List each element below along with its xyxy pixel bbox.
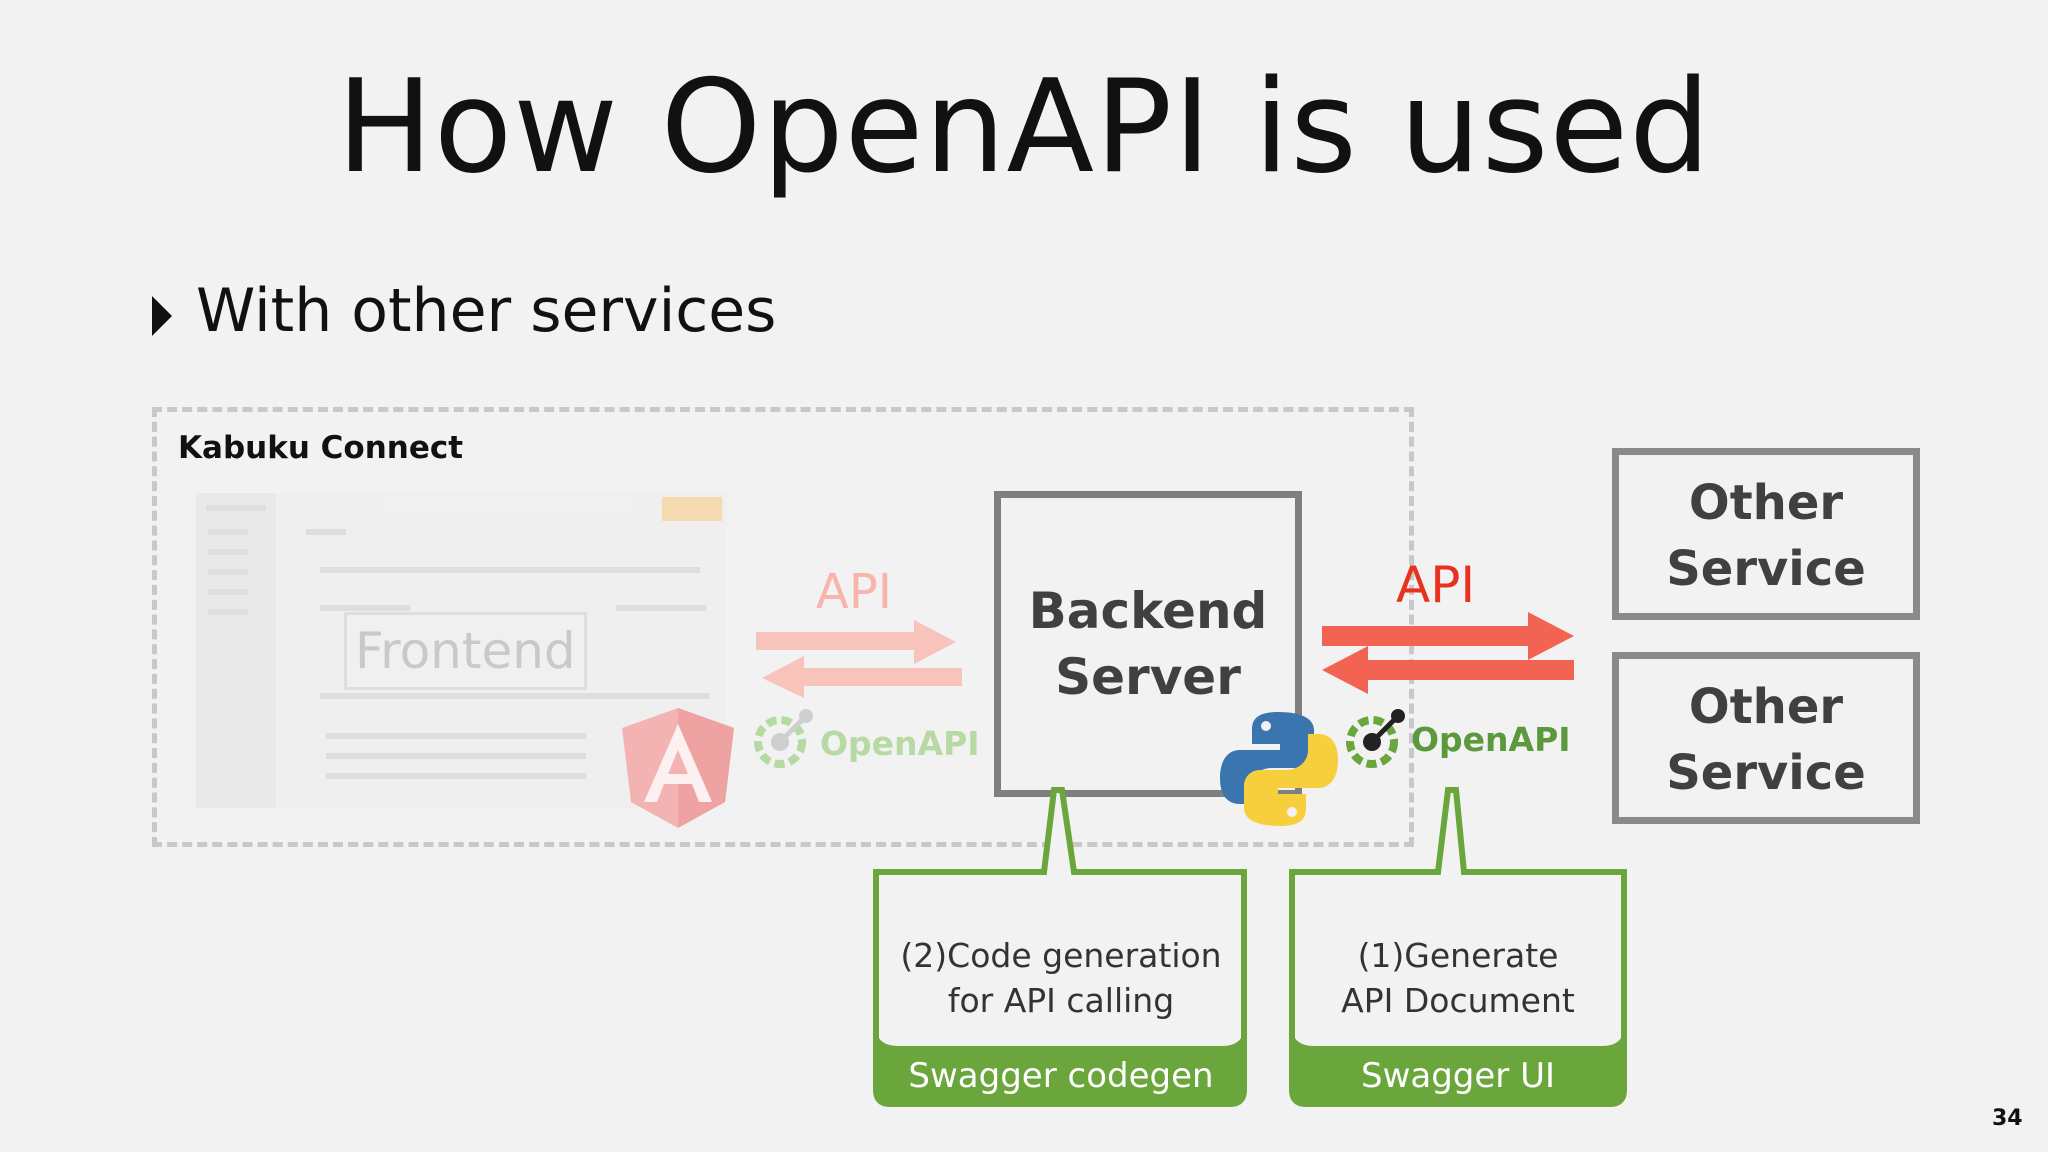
openapi-label-left: OpenAPI xyxy=(820,724,980,763)
other-service-line2: Service xyxy=(1666,541,1866,597)
slide-title: How OpenAPI is used xyxy=(336,53,1712,202)
group-label: Kabuku Connect xyxy=(178,430,464,466)
other-service-box xyxy=(1612,448,1920,620)
openapi-logo-icon xyxy=(1346,709,1405,768)
other-service-box xyxy=(1612,652,1920,824)
callout-ui-line2: API Document xyxy=(1341,981,1575,1020)
api-label-left: API xyxy=(816,564,892,620)
openapi-logo-icon xyxy=(754,709,813,768)
callout-ui-line1: (1)Generate xyxy=(1357,936,1559,975)
other-service-line1: Other xyxy=(1688,475,1844,531)
swagger-codegen-label: Swagger codegen xyxy=(908,1056,1214,1096)
page-number: 34 xyxy=(1992,1106,2023,1131)
bullet-triangle-icon xyxy=(152,296,172,336)
callout-codegen-line2: for API calling xyxy=(947,981,1175,1020)
frontend-label: Frontend xyxy=(344,612,587,690)
other-service-line2: Service xyxy=(1666,745,1866,801)
other-service-line1: Other xyxy=(1688,679,1844,735)
other-service-label: Other Service xyxy=(1612,470,1920,602)
callout-codegen-text: (2)Code generation for API calling xyxy=(876,933,1246,1023)
backend-label-line1: Backend xyxy=(1028,582,1268,640)
backend-label-line2: Server xyxy=(1055,648,1241,706)
python-logo-icon xyxy=(1220,712,1338,826)
angular-logo-icon xyxy=(622,708,734,828)
callout-codegen-line1: (2)Code generation xyxy=(900,936,1222,975)
openapi-label-right: OpenAPI xyxy=(1411,720,1571,759)
bullet-text: With other services xyxy=(196,276,777,346)
api-arrows-left xyxy=(756,620,962,698)
callout-swagger-ui-text: (1)Generate API Document xyxy=(1292,933,1624,1023)
callout-swagger-ui xyxy=(1289,787,1627,1107)
api-label-right: API xyxy=(1396,556,1476,614)
other-service-label: Other Service xyxy=(1612,674,1920,806)
swagger-ui-label: Swagger UI xyxy=(1360,1056,1555,1096)
backend-server-label: Backend Server xyxy=(994,578,1302,710)
callout-codegen xyxy=(873,787,1247,1107)
backend-server-box xyxy=(994,491,1302,797)
api-arrows-right xyxy=(1322,612,1574,694)
